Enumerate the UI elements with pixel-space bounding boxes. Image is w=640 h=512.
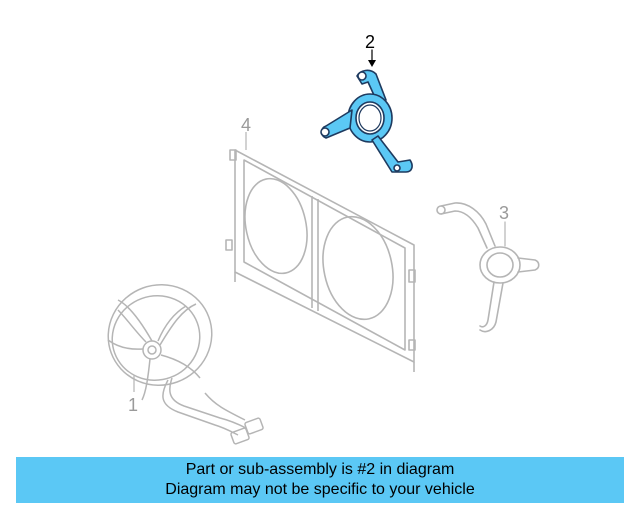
banner-line-1: Part or sub-assembly is #2 in diagram xyxy=(185,461,455,478)
callout-2: 2 xyxy=(365,32,375,52)
fan-shroud-part-4[interactable] xyxy=(225,149,416,372)
info-banner: Part or sub-assembly is #2 in diagram Di… xyxy=(16,457,624,503)
callout-4: 4 xyxy=(241,115,251,135)
bracket-part-3[interactable] xyxy=(436,202,540,333)
callout-3: 3 xyxy=(499,203,509,223)
fan-assembly-part-1[interactable] xyxy=(94,270,264,445)
callout-1: 1 xyxy=(128,395,138,415)
banner-line-2: Diagram may not be specific to your vehi… xyxy=(165,481,475,498)
bracket-part-2-highlighted[interactable] xyxy=(320,49,413,173)
